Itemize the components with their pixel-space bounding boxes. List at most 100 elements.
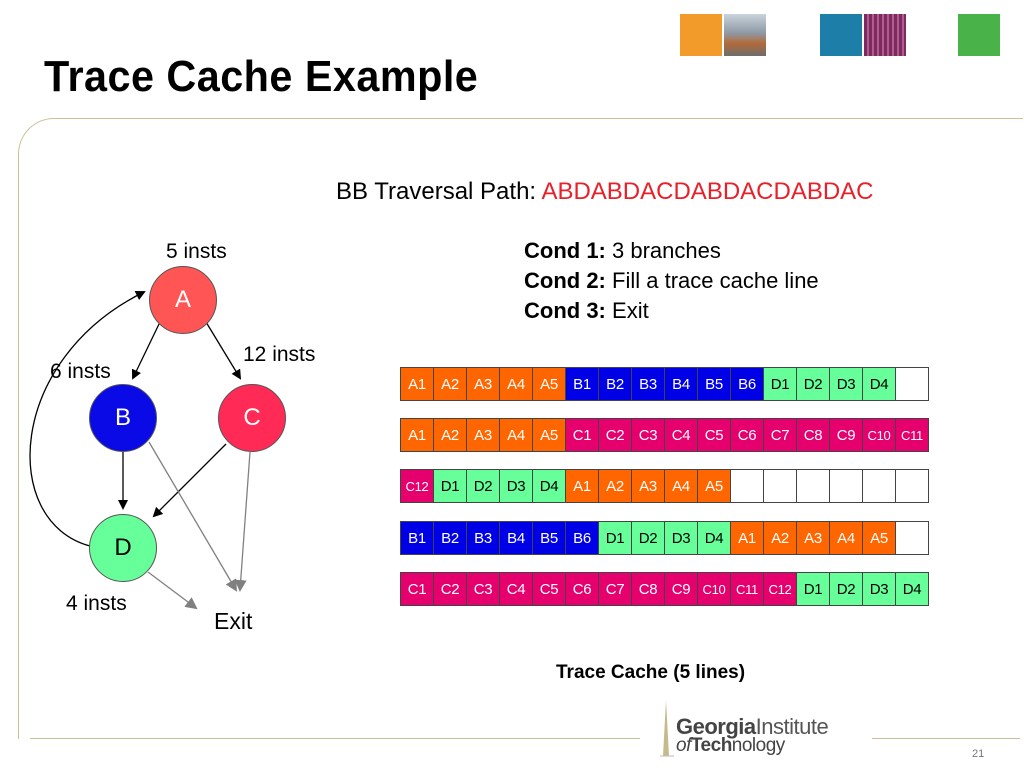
node-c-insts-label: 12 insts (243, 343, 316, 366)
condition-1-key: Cond 1: (524, 238, 606, 263)
condition-3-key: Cond 3: (524, 298, 606, 323)
exit-label: Exit (214, 608, 253, 634)
cache-cell-b5: B5 (697, 367, 731, 401)
cache-cell-d3: D3 (829, 367, 863, 401)
cache-cell-c6: C6 (730, 418, 764, 452)
cache-cell-a4: A4 (664, 469, 698, 503)
cache-cell-d3: D3 (664, 521, 698, 555)
node-b-insts-label: 6 insts (50, 360, 111, 383)
cache-cell-c6: C6 (565, 572, 599, 606)
node-a-insts-label: 5 insts (166, 240, 227, 263)
frame-bottom-line (30, 738, 1020, 739)
cache-cell-b3: B3 (466, 521, 500, 555)
cache-cell-a1: A1 (400, 418, 434, 452)
edge-a-c (205, 321, 242, 380)
trace-cache-caption: Trace Cache (5 lines) (556, 662, 746, 683)
condition-3-text: Exit (612, 298, 649, 323)
cache-cell-a2: A2 (433, 367, 467, 401)
edge-c-d (152, 443, 227, 518)
cache-cell-d2: D2 (631, 521, 665, 555)
cache-cell-b2: B2 (433, 521, 467, 555)
cache-cell-d1: D1 (598, 521, 632, 555)
node-d-insts-label: 4 insts (66, 592, 127, 615)
cache-cell-a3: A3 (466, 367, 500, 401)
cache-cell-c1: C1 (400, 572, 434, 606)
cache-cell-a2: A2 (433, 418, 467, 452)
edge-b-exit (148, 441, 238, 592)
cache-cell-c5: C5 (532, 572, 566, 606)
cache-cell-a3: A3 (796, 521, 830, 555)
cache-cell-a3: A3 (631, 469, 665, 503)
cache-cell-c8: C8 (631, 572, 665, 606)
cache-cell-a1: A1 (565, 469, 599, 503)
edge-a-b (131, 321, 161, 380)
cache-cell-a4: A4 (829, 521, 863, 555)
edge-d-exit (147, 571, 198, 610)
cache-cell-a4: A4 (499, 418, 533, 452)
cache-cell-c3: C3 (466, 572, 500, 606)
cache-cell-c9: C9 (664, 572, 698, 606)
cache-cell-b3: B3 (631, 367, 665, 401)
logo-tech: Tech (690, 735, 732, 756)
cache-cell-a5: A5 (862, 521, 896, 555)
cache-cell-c4: C4 (664, 418, 698, 452)
cache-cell-empty (895, 469, 929, 503)
header-teal-square (820, 14, 862, 56)
cache-cell-c9: C9 (829, 418, 863, 452)
cache-cell-a5: A5 (532, 367, 566, 401)
cache-cell-b6: B6 (730, 367, 764, 401)
cache-cell-c7: C7 (598, 572, 632, 606)
logo-institute: Institute (755, 714, 829, 739)
logo-georgia: Georgia (676, 714, 756, 739)
traversal-sequence: ABDABDACDABDACDABDAC (541, 178, 874, 205)
cache-cell-c11: C11 (895, 418, 929, 452)
condition-1-text: 3 branches (612, 238, 721, 263)
cache-cell-d3: D3 (862, 572, 896, 606)
condition-1: Cond 1: 3 branches (524, 238, 721, 264)
condition-2-key: Cond 2: (524, 268, 606, 293)
logo-nology: nology (731, 735, 786, 756)
cache-cell-c12: C12 (400, 469, 434, 503)
cache-cell-a1: A1 (730, 521, 764, 555)
node-b: B (89, 384, 157, 452)
condition-2-text: Fill a trace cache line (612, 268, 819, 293)
cache-cell-c12: C12 (763, 572, 797, 606)
cache-cell-empty (796, 469, 830, 503)
cache-cell-b4: B4 (664, 367, 698, 401)
cache-cell-a2: A2 (763, 521, 797, 555)
cache-cell-d3: D3 (499, 469, 533, 503)
node-b-label: B (114, 404, 131, 431)
condition-2: Cond 2: Fill a trace cache line (524, 268, 819, 294)
node-a: A (149, 266, 217, 334)
cache-cell-a2: A2 (598, 469, 632, 503)
cache-cell-b6: B6 (565, 521, 599, 555)
header-photo-building (724, 14, 766, 56)
cache-cell-d1: D1 (763, 367, 797, 401)
georgia-tech-logo (640, 696, 872, 758)
cache-cell-a1: A1 (400, 367, 434, 401)
node-d-label: D (114, 534, 132, 561)
node-c-label: C (243, 404, 261, 431)
cache-cell-d2: D2 (796, 367, 830, 401)
content-frame (18, 118, 1023, 739)
cache-cell-c2: C2 (598, 418, 632, 452)
cache-cell-c5: C5 (697, 418, 731, 452)
cache-cell-empty (730, 469, 764, 503)
cache-cell-empty (895, 367, 929, 401)
traversal-path-text: BB Traversal Path: ABDABDACDABDACDABDAC (336, 178, 874, 206)
logo-of: of (676, 735, 691, 756)
cache-cell-a4: A4 (499, 367, 533, 401)
cache-cell-c2: C2 (433, 572, 467, 606)
cache-cell-a3: A3 (466, 418, 500, 452)
cache-cell-c1: C1 (565, 418, 599, 452)
cache-cell-b4: B4 (499, 521, 533, 555)
cache-cell-empty (895, 521, 929, 555)
cache-cell-d2: D2 (466, 469, 500, 503)
cache-cell-d1: D1 (796, 572, 830, 606)
edge-c-exit (234, 451, 251, 592)
